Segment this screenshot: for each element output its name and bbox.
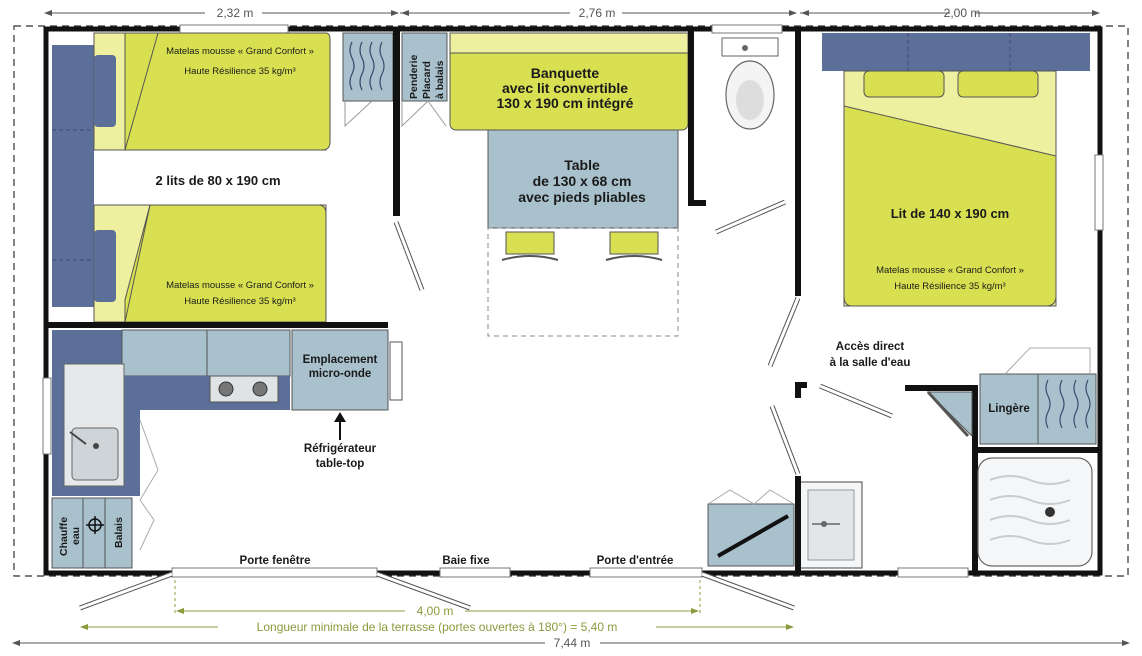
water-heater-cabinet bbox=[51, 497, 133, 569]
terrace-min-length: Longueur minimale de la terrasse (portes… bbox=[257, 620, 618, 634]
broom-label: Balais bbox=[113, 517, 125, 548]
terrace-arrowheads bbox=[80, 608, 794, 630]
banquette-sofa-bed: Banquette avec lit convertible 130 x 190… bbox=[449, 32, 689, 131]
wc-room bbox=[688, 31, 801, 296]
bedroom-kitchen-wall bbox=[48, 322, 388, 328]
left-window bbox=[42, 377, 52, 455]
twin-headboard bbox=[52, 45, 94, 307]
entrance-cabinet bbox=[707, 489, 795, 567]
dimension-right-room: 2,00 m bbox=[944, 6, 981, 20]
table-label: avec pieds pliables bbox=[518, 189, 646, 205]
banquette-label: Banquette bbox=[531, 65, 600, 81]
mattress-note: Haute Résilience 35 kg/m³ bbox=[894, 281, 1005, 292]
pillow-icon bbox=[94, 230, 116, 302]
mattress-note: Matelas mousse « Grand Confort » bbox=[166, 280, 314, 291]
penderie-cabinet: Penderie Placard à balais bbox=[401, 32, 448, 128]
mattress-note: Haute Résilience 35 kg/m³ bbox=[184, 296, 295, 307]
pillow-icon bbox=[94, 55, 116, 127]
fixed-window-label: Baie fixe bbox=[442, 555, 489, 567]
banquette-label: 130 x 190 cm intégré bbox=[497, 95, 634, 111]
mattress-note: Matelas mousse « Grand Confort » bbox=[166, 46, 314, 57]
top-arrowheads bbox=[44, 10, 1100, 16]
left-room-wall bbox=[393, 31, 400, 216]
water-heater-label: eau bbox=[70, 527, 82, 545]
microwave-label: Emplacement bbox=[303, 354, 378, 366]
left-wardrobe bbox=[342, 32, 394, 128]
direct-access-label: Accès direct bbox=[836, 341, 905, 353]
pillow-icon bbox=[863, 70, 945, 98]
double-bedroom: Lit de 140 x 190 cm Matelas mousse « Gra… bbox=[767, 33, 1090, 367]
chair bbox=[609, 231, 659, 255]
direct-access-label: à la salle d'eau bbox=[830, 357, 911, 369]
twin-bedroom: Matelas mousse « Grand Confort » Haute R… bbox=[52, 32, 331, 323]
dimension-middle: 2,76 m bbox=[579, 6, 616, 20]
shower-icon bbox=[977, 457, 1093, 567]
entrance-door-label: Porte d'entrée bbox=[597, 555, 674, 567]
terrace-opening-dimension: 4,00 m bbox=[417, 604, 454, 618]
outer-dashed-boundary bbox=[13, 25, 1129, 577]
mattress-note: Haute Résilience 35 kg/m³ bbox=[184, 66, 295, 77]
right-window bbox=[1094, 154, 1104, 231]
total-length-dimension: 7,44 m bbox=[554, 636, 591, 650]
penderie-label: Penderie bbox=[408, 54, 420, 99]
total-arrowheads bbox=[12, 640, 1130, 646]
french-window-label: Porte fenêtre bbox=[240, 555, 311, 567]
balais-closet-label: à balais bbox=[434, 60, 446, 99]
double-bed-label: Lit de 140 x 190 cm bbox=[891, 206, 1010, 221]
table-label: Table bbox=[564, 157, 600, 173]
chair bbox=[505, 231, 555, 255]
mattress-note: Matelas mousse « Grand Confort » bbox=[876, 265, 1024, 276]
placard-label: Placard bbox=[421, 61, 433, 99]
dimension-left-room: 2,32 m bbox=[217, 6, 254, 20]
linen-cabinet bbox=[979, 373, 1039, 445]
banquette-label: avec lit convertible bbox=[502, 80, 628, 96]
water-heater-label: Chauffe bbox=[58, 517, 70, 556]
terrace-dimensions bbox=[82, 580, 792, 628]
fridge-label: table-top bbox=[316, 458, 365, 470]
microwave-slot bbox=[291, 329, 389, 411]
open-terrace-doors bbox=[79, 571, 795, 611]
dining-table: Table de 130 x 68 cm avec pieds pliables bbox=[487, 129, 679, 337]
microwave-label: micro-onde bbox=[309, 368, 372, 380]
fridge-label: Réfrigérateur bbox=[304, 443, 377, 455]
bathroom: Lingère bbox=[769, 347, 1100, 573]
table-label: de 130 x 68 cm bbox=[533, 173, 632, 189]
kitchen: Emplacement micro-onde Réfrigérateur tab… bbox=[51, 329, 403, 569]
bottom-openings bbox=[171, 567, 969, 578]
lingere-label: Lingère bbox=[988, 403, 1030, 415]
pillow-icon bbox=[957, 70, 1039, 98]
twin-beds-label: 2 lits de 80 x 190 cm bbox=[155, 173, 280, 188]
